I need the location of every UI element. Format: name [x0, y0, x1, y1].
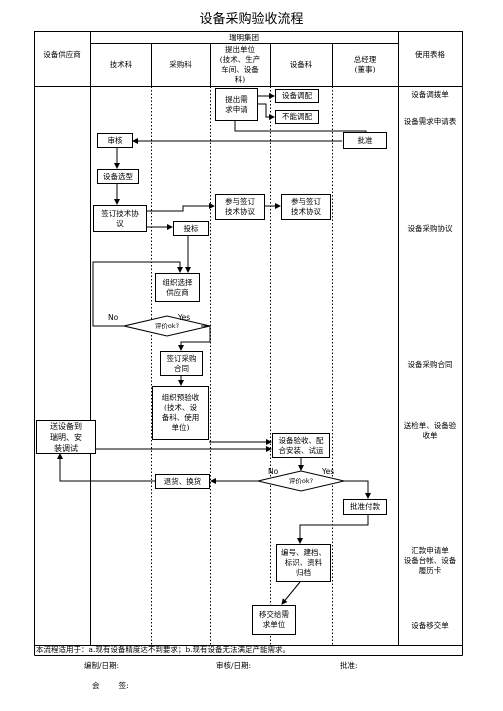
header-supplier: 设备供应商: [43, 50, 81, 59]
node-approve-pay: 批准付款: [343, 499, 387, 515]
footer-sign: 会 签:: [92, 681, 129, 690]
header-requester: 提出单位 (技术、生产 车间、设备 科): [219, 45, 261, 84]
form-2: 设备需求申请表: [403, 117, 457, 126]
node-cannot-allocate: 不能调配: [275, 110, 319, 124]
form-1: 设备调拨单: [411, 90, 449, 99]
node-sign-tech: 签订技术协 议: [93, 205, 147, 232]
footer-prepared: 编制/日期:: [84, 661, 120, 670]
node-archive: 编号、建档、 标识、资料 归档: [276, 544, 331, 582]
header-purchase: 采购科: [169, 60, 192, 69]
form-5: 送检单、设备验 收单: [403, 421, 457, 440]
node-deliver: 送设备到 瑞明、安 装调试: [36, 420, 96, 454]
eval-1-no-label: No: [108, 313, 119, 322]
header-group: 瑞明集团: [229, 33, 259, 42]
node-review: 审核: [97, 133, 133, 148]
node-sign-contract: 签订采购 合同: [160, 351, 203, 376]
header-manager: 总经理 (董事): [353, 55, 377, 74]
node-handover: 移交给需 求单位: [252, 605, 296, 635]
node-choose-supplier: 组织选择 供应商: [155, 273, 200, 302]
form-6: 汇款申请单 设备台帐、设备 履历卡: [403, 546, 457, 575]
header-tech: 技术科: [109, 60, 133, 69]
node-request: 提出需 求申请: [215, 88, 258, 121]
footer-approved: 批准:: [340, 661, 358, 670]
node-bidding: 投标: [173, 221, 209, 236]
form-4: 设备采购合同: [407, 360, 453, 369]
node-join-sign-2: 参与签订 技术协议: [281, 194, 331, 220]
eval-2-yes-label: Yes: [322, 467, 335, 476]
footer-reviewed: 审核/日期:: [216, 661, 252, 670]
form-7: 设备移交单: [411, 621, 449, 630]
node-eval-1: 评价ok?: [154, 322, 180, 330]
node-selection: 设备选型: [97, 169, 139, 184]
node-pre-accept: 组织预验收 (技术、设 备科、使用 单位): [152, 386, 209, 440]
eval-1-yes-label: Yes: [178, 313, 191, 322]
footer-scope: 本流程适用于：a.现有设备精度达不到要求；b.现有设备无法满足产能需求。: [36, 645, 291, 654]
node-approve: 批准: [343, 132, 387, 149]
form-3: 设备采购协议: [407, 224, 453, 233]
eval-2-no-label: No: [268, 467, 279, 476]
node-accept: 设备验收、配 合安装、试运: [272, 433, 330, 458]
node-allocate: 设备调配: [275, 89, 319, 103]
page-title: 设备采购验收流程: [199, 12, 304, 27]
node-eval-2: 评价ok?: [288, 477, 314, 485]
header-forms: 使用表格: [415, 50, 445, 59]
header-equipment: 设备科: [289, 60, 313, 69]
node-join-sign-1: 参与签订 技术协议: [215, 194, 265, 220]
node-return: 退货、换货: [155, 474, 210, 489]
